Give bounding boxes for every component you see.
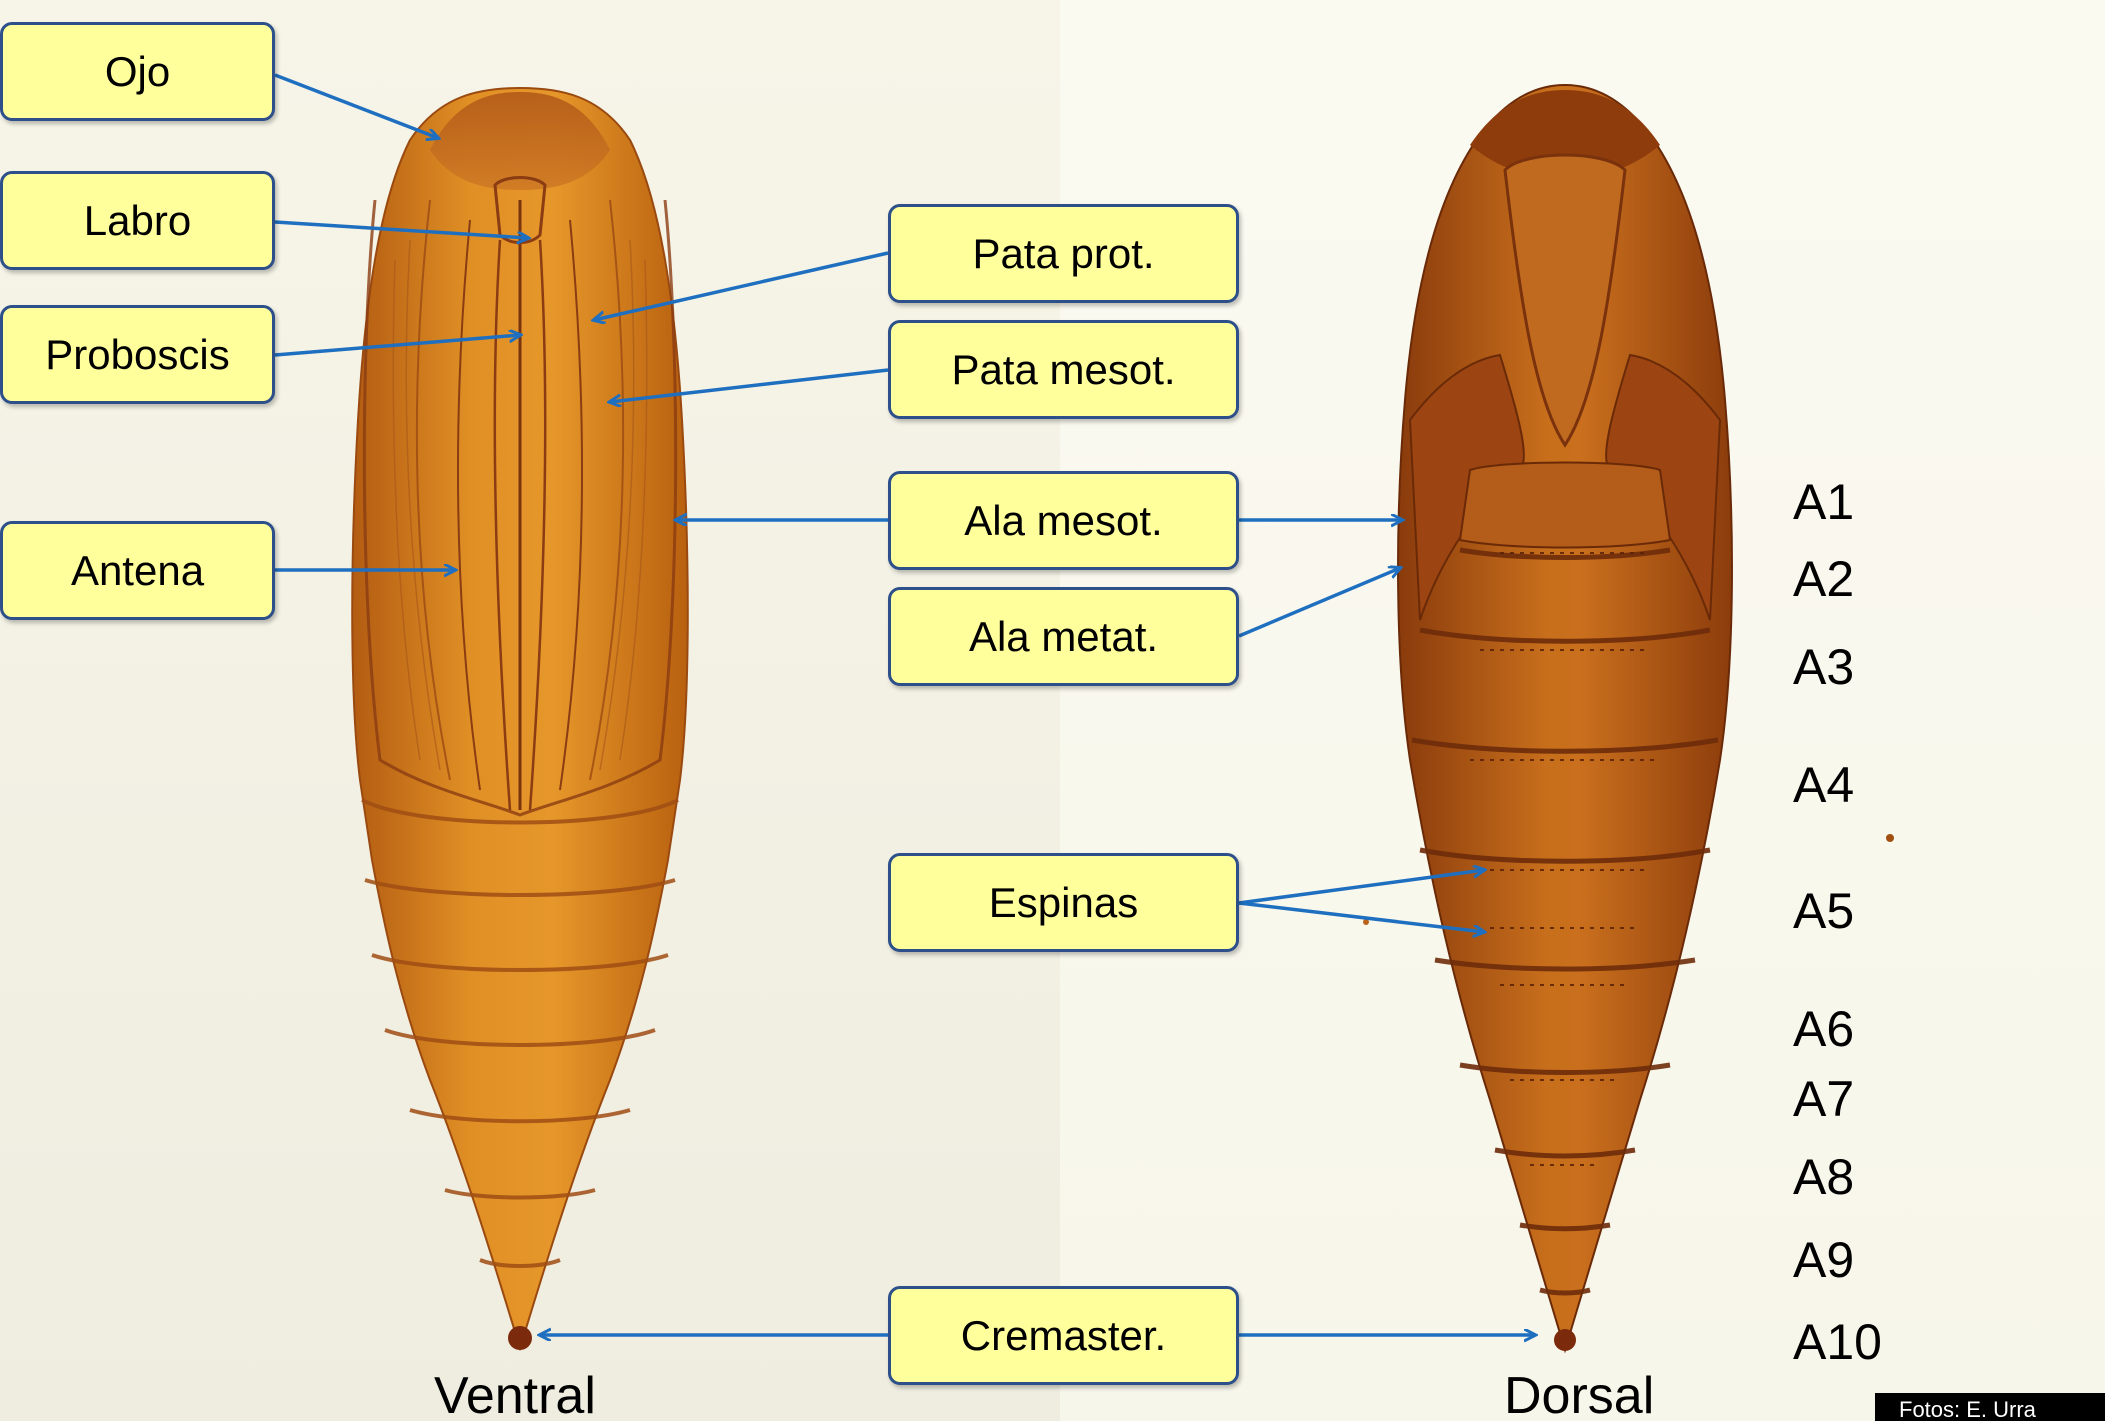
- segment-label-a1: A1: [1793, 473, 1854, 531]
- label-cremaster: Cremaster.: [888, 1286, 1239, 1385]
- segment-label-a10: A10: [1793, 1313, 1882, 1371]
- label-espinas: Espinas: [888, 853, 1239, 952]
- segment-label-a7: A7: [1793, 1070, 1854, 1128]
- label-pata-prot: Pata prot.: [888, 204, 1239, 303]
- segment-label-a4: A4: [1793, 756, 1854, 814]
- label-pata-mesot: Pata mesot.: [888, 320, 1239, 419]
- segment-label-a6: A6: [1793, 1000, 1854, 1058]
- dorsal-pupa: [1398, 85, 1732, 1351]
- label-ala-metat: Ala metat.: [888, 587, 1239, 686]
- label-ojo: Ojo: [0, 22, 275, 121]
- label-labro: Labro: [0, 171, 275, 270]
- segment-label-a5: A5: [1793, 882, 1854, 940]
- label-proboscis: Proboscis: [0, 305, 275, 404]
- caption-dorsal: Dorsal: [1504, 1366, 1654, 1421]
- ventral-pupa: [352, 88, 688, 1350]
- label-ala-mesot: Ala mesot.: [888, 471, 1239, 570]
- segment-label-a2: A2: [1793, 550, 1854, 608]
- arrow-ala-metat: [1239, 568, 1400, 636]
- segment-label-a9: A9: [1793, 1231, 1854, 1289]
- speck: [1886, 834, 1894, 842]
- segment-label-a3: A3: [1793, 638, 1854, 696]
- label-antena: Antena: [0, 521, 275, 620]
- photo-credit: Fotos: E. Urra: [1875, 1393, 2105, 1421]
- caption-ventral: Ventral: [434, 1366, 596, 1421]
- segment-label-a8: A8: [1793, 1148, 1854, 1206]
- arrow-ojo: [275, 75, 438, 138]
